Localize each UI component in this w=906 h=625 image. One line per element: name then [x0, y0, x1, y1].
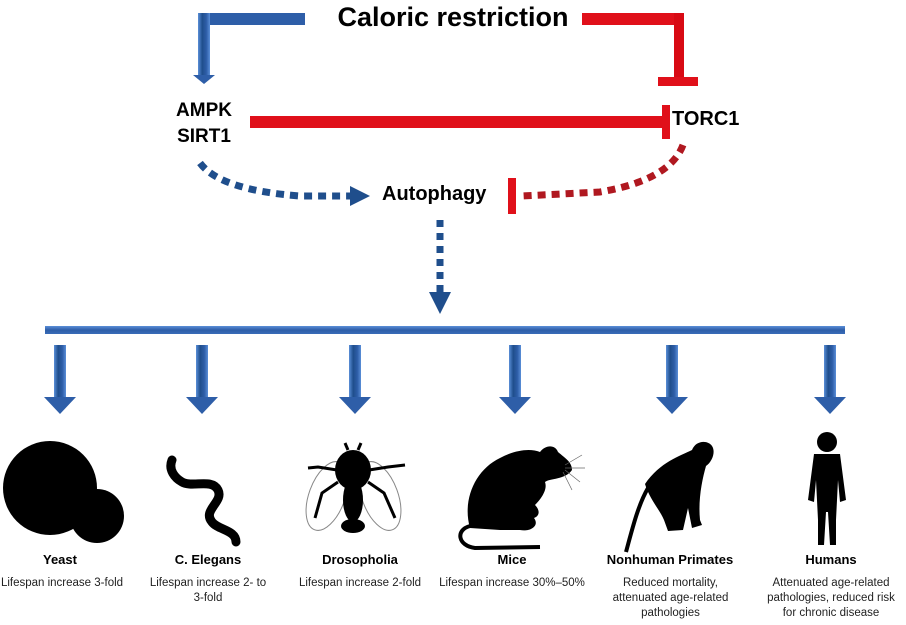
distribution-bar [45, 326, 845, 334]
down-arrow [44, 345, 76, 414]
caloric-restriction-node: Caloric restriction [337, 2, 569, 32]
monkey-icon [624, 441, 714, 553]
organism-name: Nonhuman Primates [606, 552, 734, 567]
organism-description: Lifespan increase 2- to 3-fold [149, 577, 267, 604]
organism-description: Lifespan increase 30%–50% [439, 577, 585, 589]
organism-description: Lifespan increase 2-fold [298, 577, 422, 589]
human-icon [808, 432, 846, 545]
organism-description: Reduced mortality, attenuated age-relate… [612, 577, 729, 619]
sirt1-label: SIRT1 [177, 126, 231, 147]
activation-arrow-cr-to-ampk [193, 13, 305, 84]
organism-name: Yeast [43, 552, 77, 567]
organism-description: Lifespan increase 3-fold [0, 577, 124, 589]
ampk-sirt1-node: AMPK SIRT1 [150, 98, 258, 150]
dotted-activation-ampk-to-autophagy [197, 160, 370, 206]
organism-name: Humans [805, 552, 857, 567]
down-arrow [656, 345, 688, 414]
down-arrow [186, 345, 218, 414]
worm-icon [166, 455, 241, 547]
ampk-label: AMPK [176, 100, 232, 121]
dotted-arrow-autophagy-to-organisms [429, 220, 451, 314]
organism-description: Attenuated age-related pathologies, redu… [767, 577, 895, 619]
inhibition-line-cr-to-torc1 [582, 13, 698, 86]
autophagy-node: Autophagy [382, 183, 487, 205]
yeast-icon [3, 441, 124, 543]
dotted-inhibition-torc1-to-autophagy [508, 143, 687, 214]
inhibition-line-ampk-to-torc1 [250, 105, 670, 139]
organism-name: C. Elegans [174, 552, 242, 567]
down-arrow [499, 345, 531, 414]
fly-icon [305, 442, 406, 533]
organism-name: Drosopholia [322, 552, 398, 567]
organism-name: Mice [497, 552, 527, 567]
down-arrow [339, 345, 371, 414]
mouse-icon [458, 446, 585, 551]
torc1-node: TORC1 [672, 108, 740, 130]
down-arrow [814, 345, 846, 414]
